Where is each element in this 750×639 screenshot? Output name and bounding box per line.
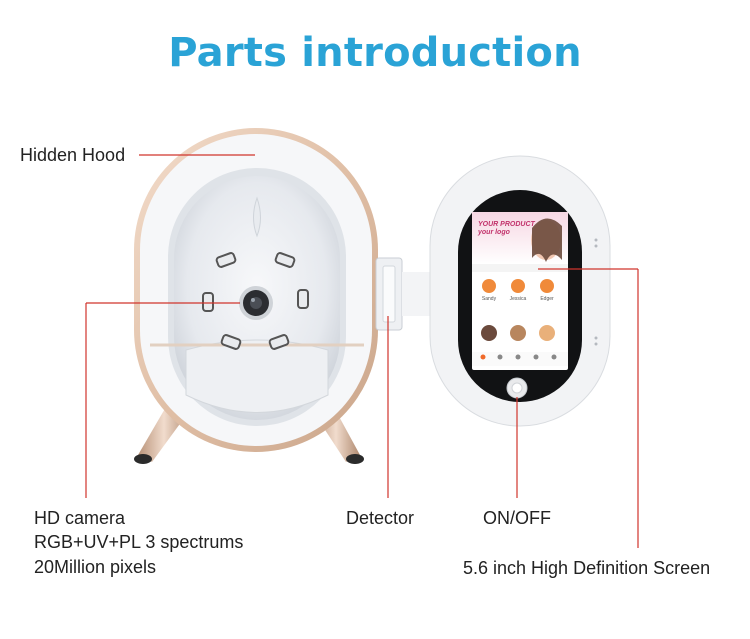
screen-banner-line2: your logo	[478, 229, 510, 236]
led-light-icon	[220, 334, 242, 350]
screen-profile-name: Jessica	[509, 296, 527, 302]
label-screen: 5.6 inch High Definition Screen	[463, 558, 711, 578]
screen-unit	[429, 155, 611, 427]
label-hidden-hood: Hidden Hood	[20, 145, 126, 165]
screen-profile-name: Sandy	[481, 296, 497, 302]
label-hd-camera: HD camera	[34, 508, 126, 528]
screen-banner-text: YOUR PRODUCT your logo	[478, 221, 535, 237]
camera-lens-icon	[239, 286, 273, 320]
led-light-icon	[268, 334, 290, 350]
leader-lines	[85, 154, 639, 548]
led-light-icon	[202, 292, 214, 312]
page-title: Parts introduction	[168, 30, 582, 76]
led-light-icon	[215, 252, 237, 268]
label-pixels: 20Million pixels	[34, 557, 157, 577]
label-on-off: ON/OFF	[483, 508, 551, 528]
led-light-icon	[297, 289, 309, 309]
led-lights	[202, 252, 309, 350]
screen-banner-line1: YOUR PRODUCT	[478, 221, 535, 228]
power-button-icon	[506, 377, 528, 399]
label-detector: Detector	[346, 508, 415, 528]
led-light-icon	[274, 252, 296, 268]
screen-profile-name: Edger	[540, 296, 554, 302]
detector-hinge	[375, 257, 442, 331]
label-spectrums: RGB+UV+PL 3 spectrums	[34, 532, 244, 552]
